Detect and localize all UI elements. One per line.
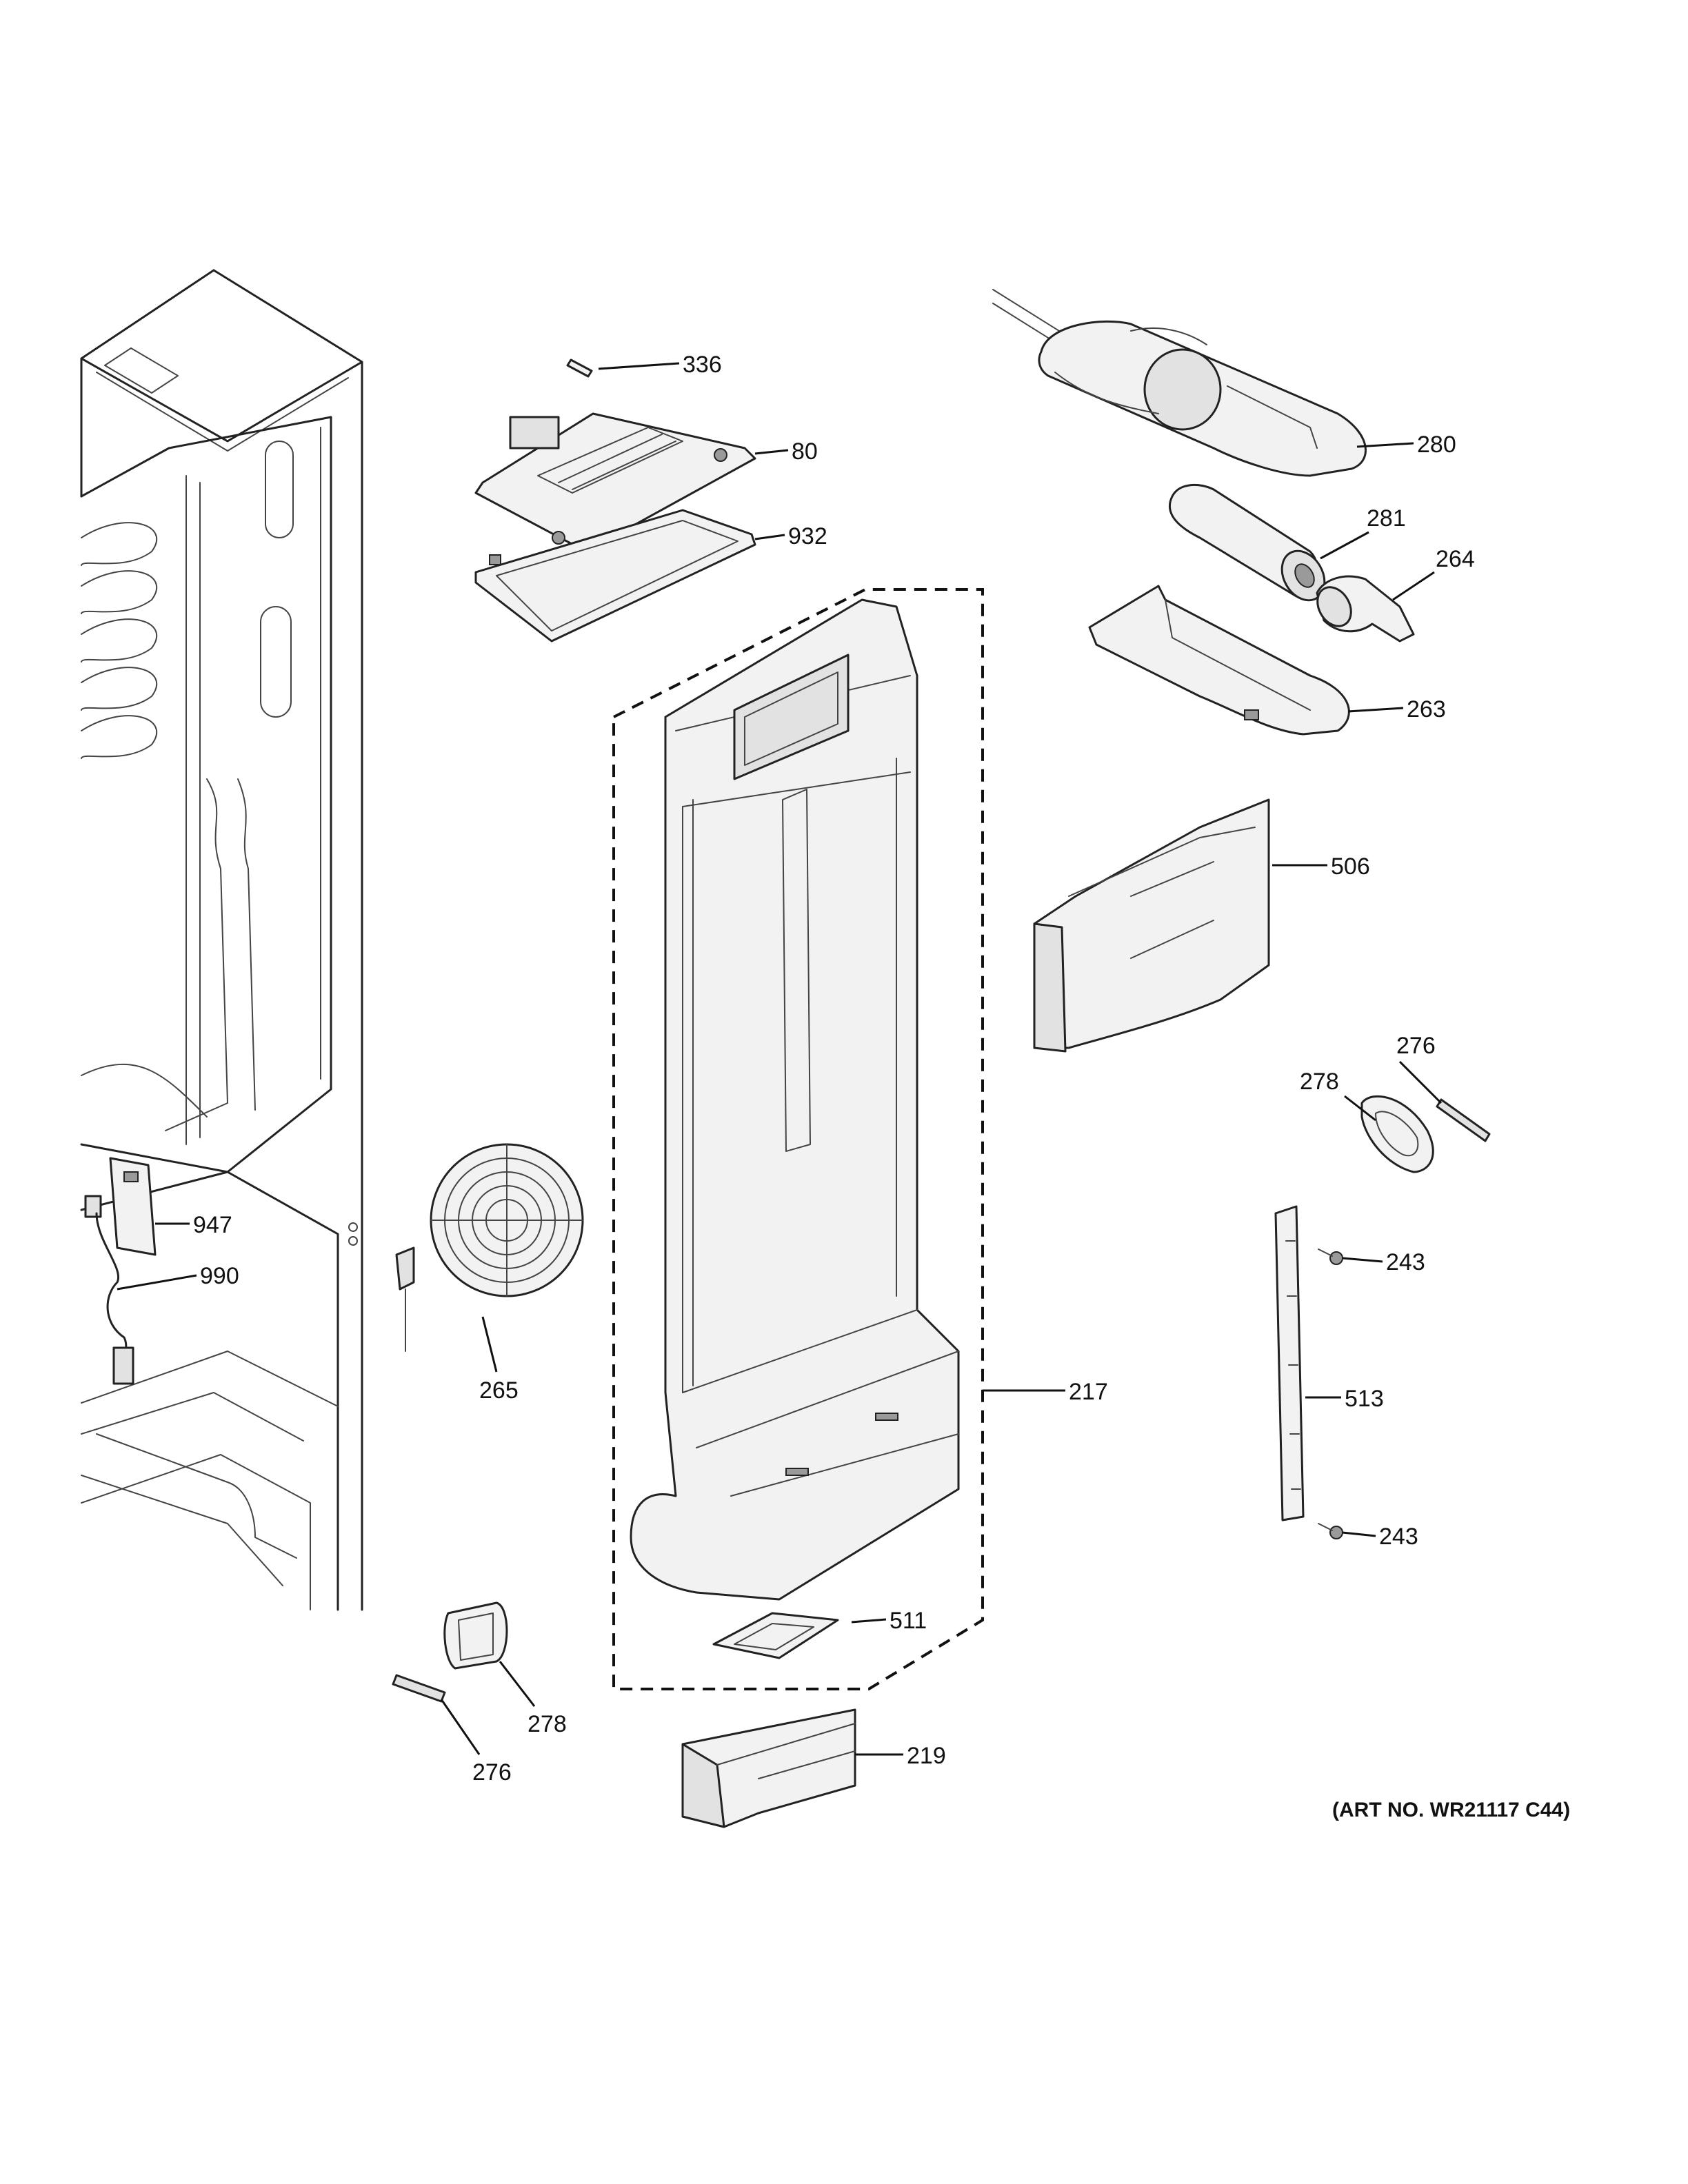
bin-506 — [1033, 798, 1270, 1053]
callout-243-upper: 243 — [1386, 1249, 1425, 1275]
rail-513 — [1274, 1205, 1305, 1521]
callout-280: 280 — [1417, 432, 1456, 458]
callout-276-left: 276 — [472, 1759, 512, 1786]
callout-932: 932 — [788, 523, 827, 549]
callout-263: 263 — [1407, 696, 1446, 722]
led-light-276-left — [392, 1674, 446, 1703]
liner-assembly-217 — [612, 588, 984, 1690]
callout-281: 281 — [1367, 505, 1406, 532]
refrigerator-cabinet — [80, 269, 363, 1611]
callout-947: 947 — [193, 1212, 232, 1238]
callout-labels: 336 80 932 280 281 264 263 506 276 278 2… — [193, 352, 1570, 1821]
callout-265: 265 — [479, 1377, 519, 1404]
fan-265 — [395, 1143, 584, 1352]
callout-264: 264 — [1436, 546, 1475, 572]
callout-243-lower: 243 — [1379, 1524, 1418, 1550]
screw-243-upper — [1318, 1248, 1343, 1265]
callout-506: 506 — [1331, 853, 1370, 880]
callout-278-right: 278 — [1300, 1069, 1339, 1095]
art-number: (ART NO. WR21117 C44) — [1332, 1799, 1570, 1821]
callout-217: 217 — [1069, 1379, 1108, 1405]
led-light-276-right — [1436, 1098, 1491, 1142]
filter-cap-264 — [1316, 575, 1415, 643]
leader-lines — [117, 362, 1443, 1756]
callout-336: 336 — [683, 352, 722, 378]
filter-head-280 — [992, 289, 1367, 477]
callout-219: 219 — [907, 1743, 946, 1769]
filter-cartridge-281 — [1168, 483, 1326, 602]
control-board-947 — [84, 1157, 157, 1256]
callout-990: 990 — [200, 1263, 239, 1289]
frame-932 — [474, 509, 756, 643]
screw-243-lower — [1318, 1523, 1343, 1539]
pin-336 — [566, 358, 593, 378]
light-lens-278-right — [1360, 1095, 1434, 1173]
callout-276-right: 276 — [1396, 1033, 1436, 1059]
chute-219 — [681, 1708, 856, 1828]
cover-80 — [474, 412, 756, 553]
filter-cover-263 — [1088, 585, 1350, 736]
callout-278-left: 278 — [528, 1711, 567, 1737]
callout-513: 513 — [1345, 1386, 1384, 1412]
wire-harness-990 — [95, 1212, 134, 1385]
light-lens-278-left — [443, 1601, 508, 1670]
callout-80: 80 — [792, 438, 818, 465]
callout-511: 511 — [890, 1608, 927, 1634]
gasket-511 — [712, 1612, 839, 1659]
